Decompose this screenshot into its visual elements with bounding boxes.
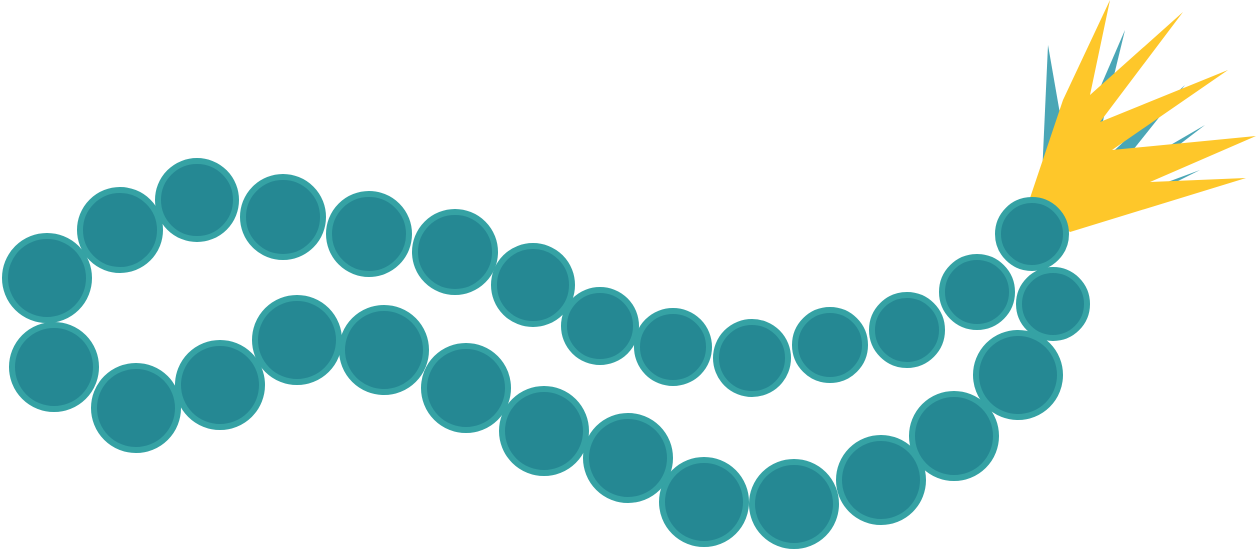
bead [252,295,342,385]
bead [91,363,181,453]
bead [412,209,498,295]
bead [2,233,92,323]
bead [77,187,163,273]
bead [939,254,1015,330]
bead [659,457,749,547]
bead [339,305,429,395]
bead [973,330,1063,420]
tassel-front-strand [1030,0,1256,232]
bead [713,319,791,397]
bead [175,340,265,430]
bead [1016,267,1090,341]
bead [499,386,589,476]
bead [995,197,1069,271]
bead [836,435,926,525]
bead [491,243,575,327]
bead [421,343,511,433]
bead [240,174,326,260]
bead [749,459,839,549]
bead [326,191,412,277]
bead-strand [2,158,1090,549]
bead [155,158,239,242]
bead [9,322,99,412]
bead [583,413,673,503]
bead [634,308,712,386]
bead [561,287,639,365]
bead [909,391,999,481]
bead [869,292,945,368]
bead [792,307,868,383]
tassel-front-strands [1030,0,1256,232]
